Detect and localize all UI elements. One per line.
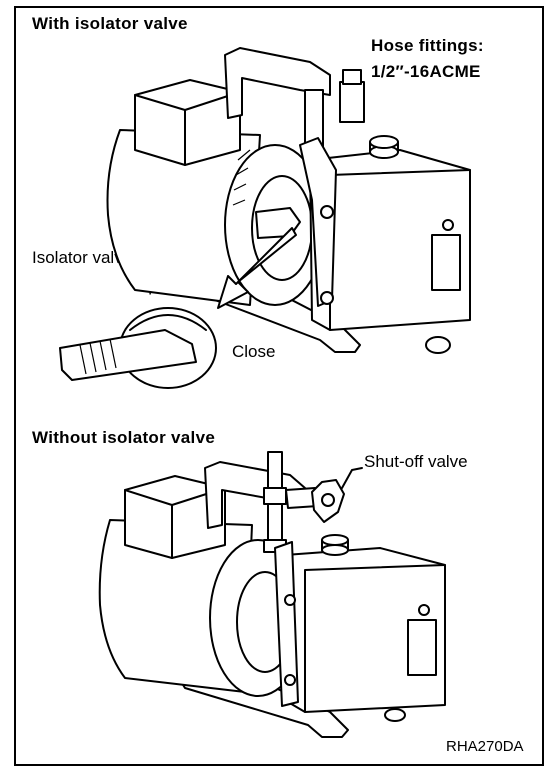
figure-frame [14, 6, 544, 766]
hose-fittings-label: Hose fittings: [371, 36, 484, 55]
isolator-valve-label: Isolator valve [32, 248, 133, 267]
close-label: Close [232, 342, 276, 361]
bottom-section-title: Without isolator valve [32, 428, 216, 447]
top-section-title: With isolator valve [32, 14, 188, 33]
hose-fittings-size: 1/2″-16ACME [371, 62, 481, 81]
figure-code: RHA270DA [446, 738, 524, 755]
shutoff-valve-label: Shut-off valve [364, 452, 468, 471]
